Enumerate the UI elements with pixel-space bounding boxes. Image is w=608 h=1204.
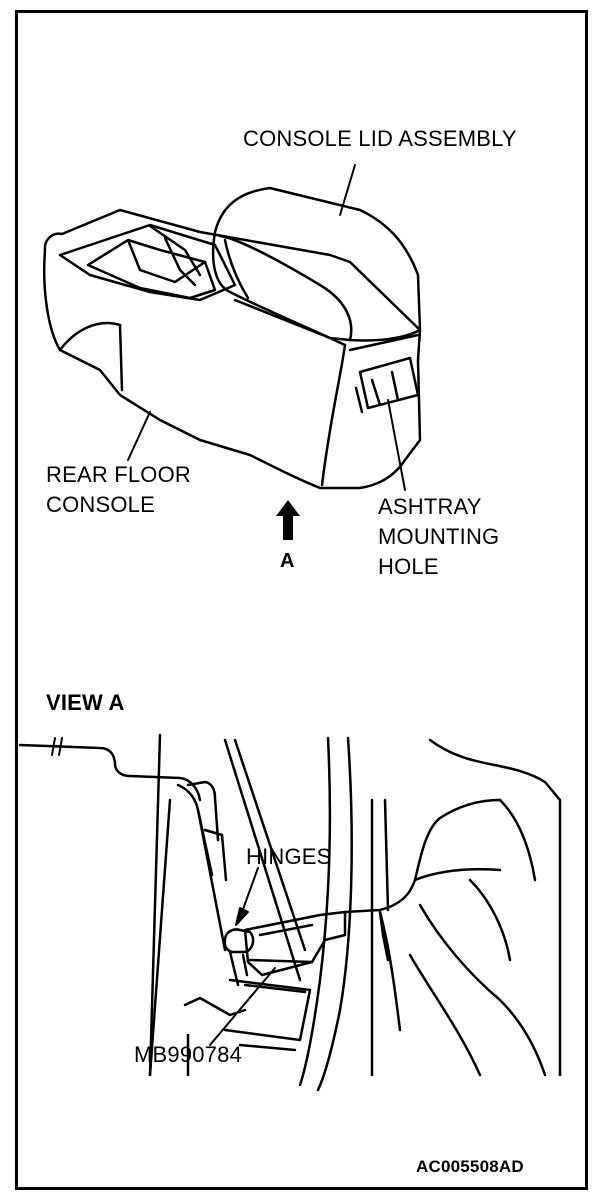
leader-lines-upper: [127, 164, 406, 491]
console-lid-assembly-label: CONSOLE LID ASSEMBLY: [243, 126, 517, 151]
rear-floor-console-label-line2: CONSOLE: [46, 492, 155, 517]
view-title: VIEW A: [46, 690, 125, 715]
figure-code-label: AC005508AD: [416, 1157, 524, 1176]
leader-lines-lower: [209, 867, 276, 1046]
view-arrow-icon: [276, 500, 300, 540]
tool-number-label: MB990784: [134, 1042, 243, 1067]
rear-floor-console-label-line1: REAR FLOOR: [46, 462, 192, 487]
view-marker-label: A: [280, 550, 295, 572]
hinges-label: HINGES: [246, 844, 332, 869]
console-lid-drawing: [211, 186, 422, 342]
ashtray-label-line2: MOUNTING: [378, 524, 500, 549]
view-a-drawing: [18, 733, 562, 1092]
ashtray-label-line3: HOLE: [378, 554, 439, 579]
rear-floor-console-drawing: [42, 208, 422, 490]
ashtray-label-line1: ASHTRAY: [378, 494, 482, 519]
